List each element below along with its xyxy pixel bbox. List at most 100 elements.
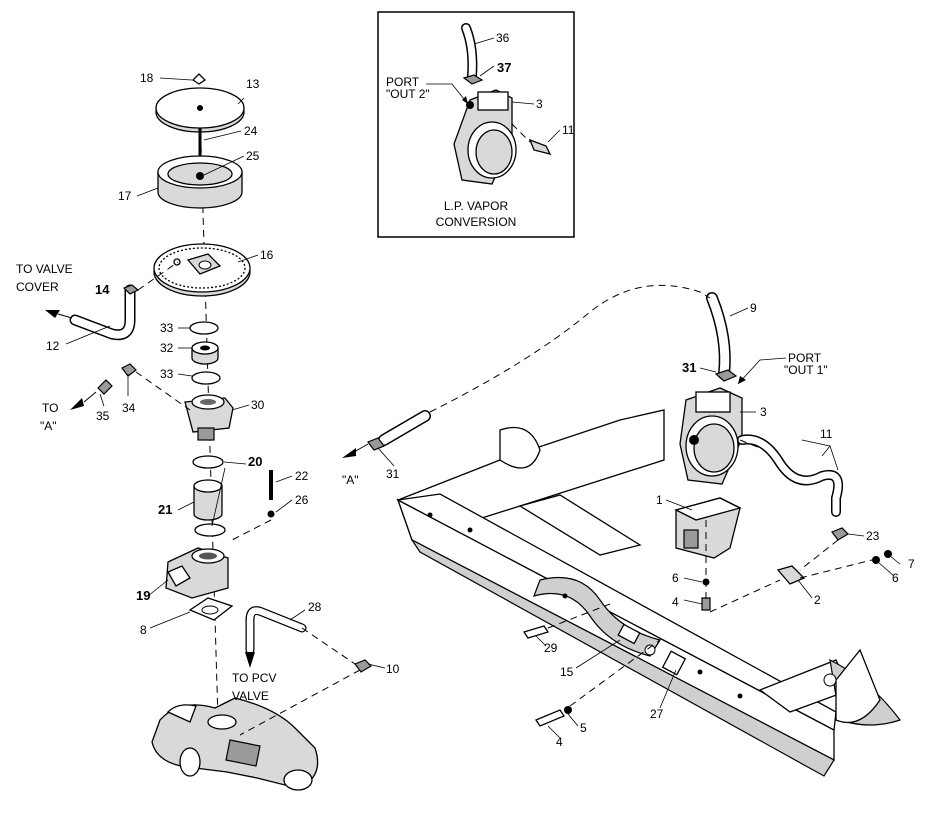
part-3-regulator-inset: [453, 89, 517, 185]
callout-22: 22: [295, 469, 309, 483]
callout-31-lower: 31: [386, 467, 400, 481]
callout-29: 29: [544, 641, 558, 655]
part-29-bolt: [522, 625, 550, 639]
callout-20: 20: [248, 454, 262, 469]
callout-13: 13: [246, 77, 260, 91]
fitting-10-path-line: [239, 669, 361, 736]
callout-31-upper: 31: [682, 360, 696, 375]
to-valve-cover-arrow: [45, 310, 60, 318]
callout-12: 12: [46, 339, 60, 353]
callout-7: 7: [908, 557, 915, 571]
note-port-out2-line1: PORT: [386, 75, 420, 89]
left-leader-lines: [65, 77, 386, 669]
part-19-mixer-body: [165, 547, 229, 599]
inset-caption-line2: CONVERSION: [436, 215, 517, 229]
part-9-hose: [707, 293, 730, 379]
callout-4-lower: 4: [556, 735, 563, 749]
callout-35: 35: [96, 409, 110, 423]
right-leader-lines: [377, 307, 901, 739]
part-12-hose: [71, 286, 134, 339]
part-8-gasket: [188, 597, 234, 621]
part-2-plate: [776, 565, 806, 585]
to-pcv-arrow: [245, 652, 255, 668]
callout-30: 30: [251, 398, 265, 412]
note-to-a-line2: "A": [40, 419, 57, 433]
note-port-out1-line2: "OUT 1": [784, 363, 828, 377]
a-ref-arrow: [342, 448, 356, 458]
part-33-o-ring-lower: [191, 371, 221, 385]
part-26-washer: [267, 510, 275, 518]
callout-2: 2: [814, 593, 821, 607]
callout-33-lower: 33: [160, 367, 174, 381]
part-34-fitting: [121, 363, 137, 377]
note-a-ref: "A": [342, 473, 359, 487]
callout-24: 24: [244, 124, 258, 138]
note-to-a-line1: TO: [42, 401, 58, 415]
hose-28-path-line: [301, 627, 356, 665]
part-30-adapter: [184, 394, 234, 441]
part-31-fitting-lower: [367, 437, 385, 451]
part-11-hose-main: [738, 435, 842, 516]
to-a-arrow: [70, 398, 84, 410]
intake-manifold: [151, 697, 319, 791]
callout-labels: 18 13 24 25 17 16 14 12 33 32 33 34 35 3…: [46, 31, 915, 749]
hose-12-path-line: [137, 261, 179, 291]
part-1-bracket: [674, 497, 742, 559]
callout-6-left: 6: [672, 571, 679, 585]
part-4-bolt-lower: [535, 709, 565, 727]
part-18-wing-nut: [191, 73, 207, 85]
part-10-fitting: [354, 659, 372, 673]
callout-11-main: 11: [820, 427, 833, 441]
part-20-gasket-lower: [194, 523, 226, 537]
part-31-fitting-upper: [714, 369, 738, 382]
callout-14: 14: [95, 282, 110, 297]
part-33-o-ring-upper: [189, 321, 219, 335]
callout-27: 27: [650, 707, 664, 721]
callout-9: 9: [750, 301, 757, 315]
callout-19: 19: [136, 588, 150, 603]
callout-8: 8: [140, 623, 147, 637]
callout-3-inset: 3: [536, 97, 543, 111]
callout-28: 28: [308, 600, 322, 614]
callout-6-right: 6: [892, 571, 899, 585]
note-to-valve-cover-line1: TO VALVE: [16, 262, 73, 276]
part-20-gasket-upper: [192, 455, 224, 469]
callout-23: 23: [866, 529, 880, 543]
inset-caption: L.P. VAPOR CONVERSION: [436, 199, 517, 229]
part-17-filter-element: [157, 155, 243, 209]
part-35-fitting: [97, 379, 113, 395]
callout-34: 34: [122, 401, 136, 415]
callout-1: 1: [656, 493, 663, 507]
callout-3-main: 3: [760, 405, 767, 419]
callout-26: 26: [295, 493, 309, 507]
part-32-spacer: [191, 341, 219, 365]
note-port-out2-line2: "OUT 2": [386, 87, 430, 101]
part-23-fitting: [831, 527, 849, 541]
bolt-path-line: [231, 519, 272, 541]
part-4-bolt-upper: [701, 597, 711, 611]
callout-36: 36: [496, 31, 510, 45]
part-11-fitting-inset: [528, 138, 552, 155]
lp-vapor-conversion-inset: [377, 11, 575, 238]
callout-21: 21: [158, 502, 172, 517]
routing-notes: TO VALVE COVER TO "A" TO PCV VALVE PORT …: [16, 75, 828, 703]
callout-4-upper: 4: [672, 595, 679, 609]
callout-17: 17: [118, 189, 132, 203]
callout-16: 16: [260, 248, 274, 262]
callout-5: 5: [580, 721, 587, 735]
routing-line-hose-9: [429, 284, 711, 413]
note-to-pcv-line1: TO PCV: [232, 671, 276, 685]
note-port-out1-line1: PORT: [788, 351, 822, 365]
callout-11-inset: 11: [562, 123, 575, 137]
note-to-valve-cover-line2: COVER: [16, 280, 59, 294]
part-16-air-cleaner-base: [153, 243, 251, 297]
callout-37: 37: [497, 60, 511, 75]
callout-18: 18: [140, 71, 154, 85]
part-13-cover: [155, 87, 245, 133]
note-to-pcv-line2: VALVE: [232, 689, 269, 703]
callout-25: 25: [246, 149, 260, 163]
part-3-regulator-main: [679, 387, 743, 485]
callout-10: 10: [386, 662, 400, 676]
callout-15: 15: [560, 665, 574, 679]
